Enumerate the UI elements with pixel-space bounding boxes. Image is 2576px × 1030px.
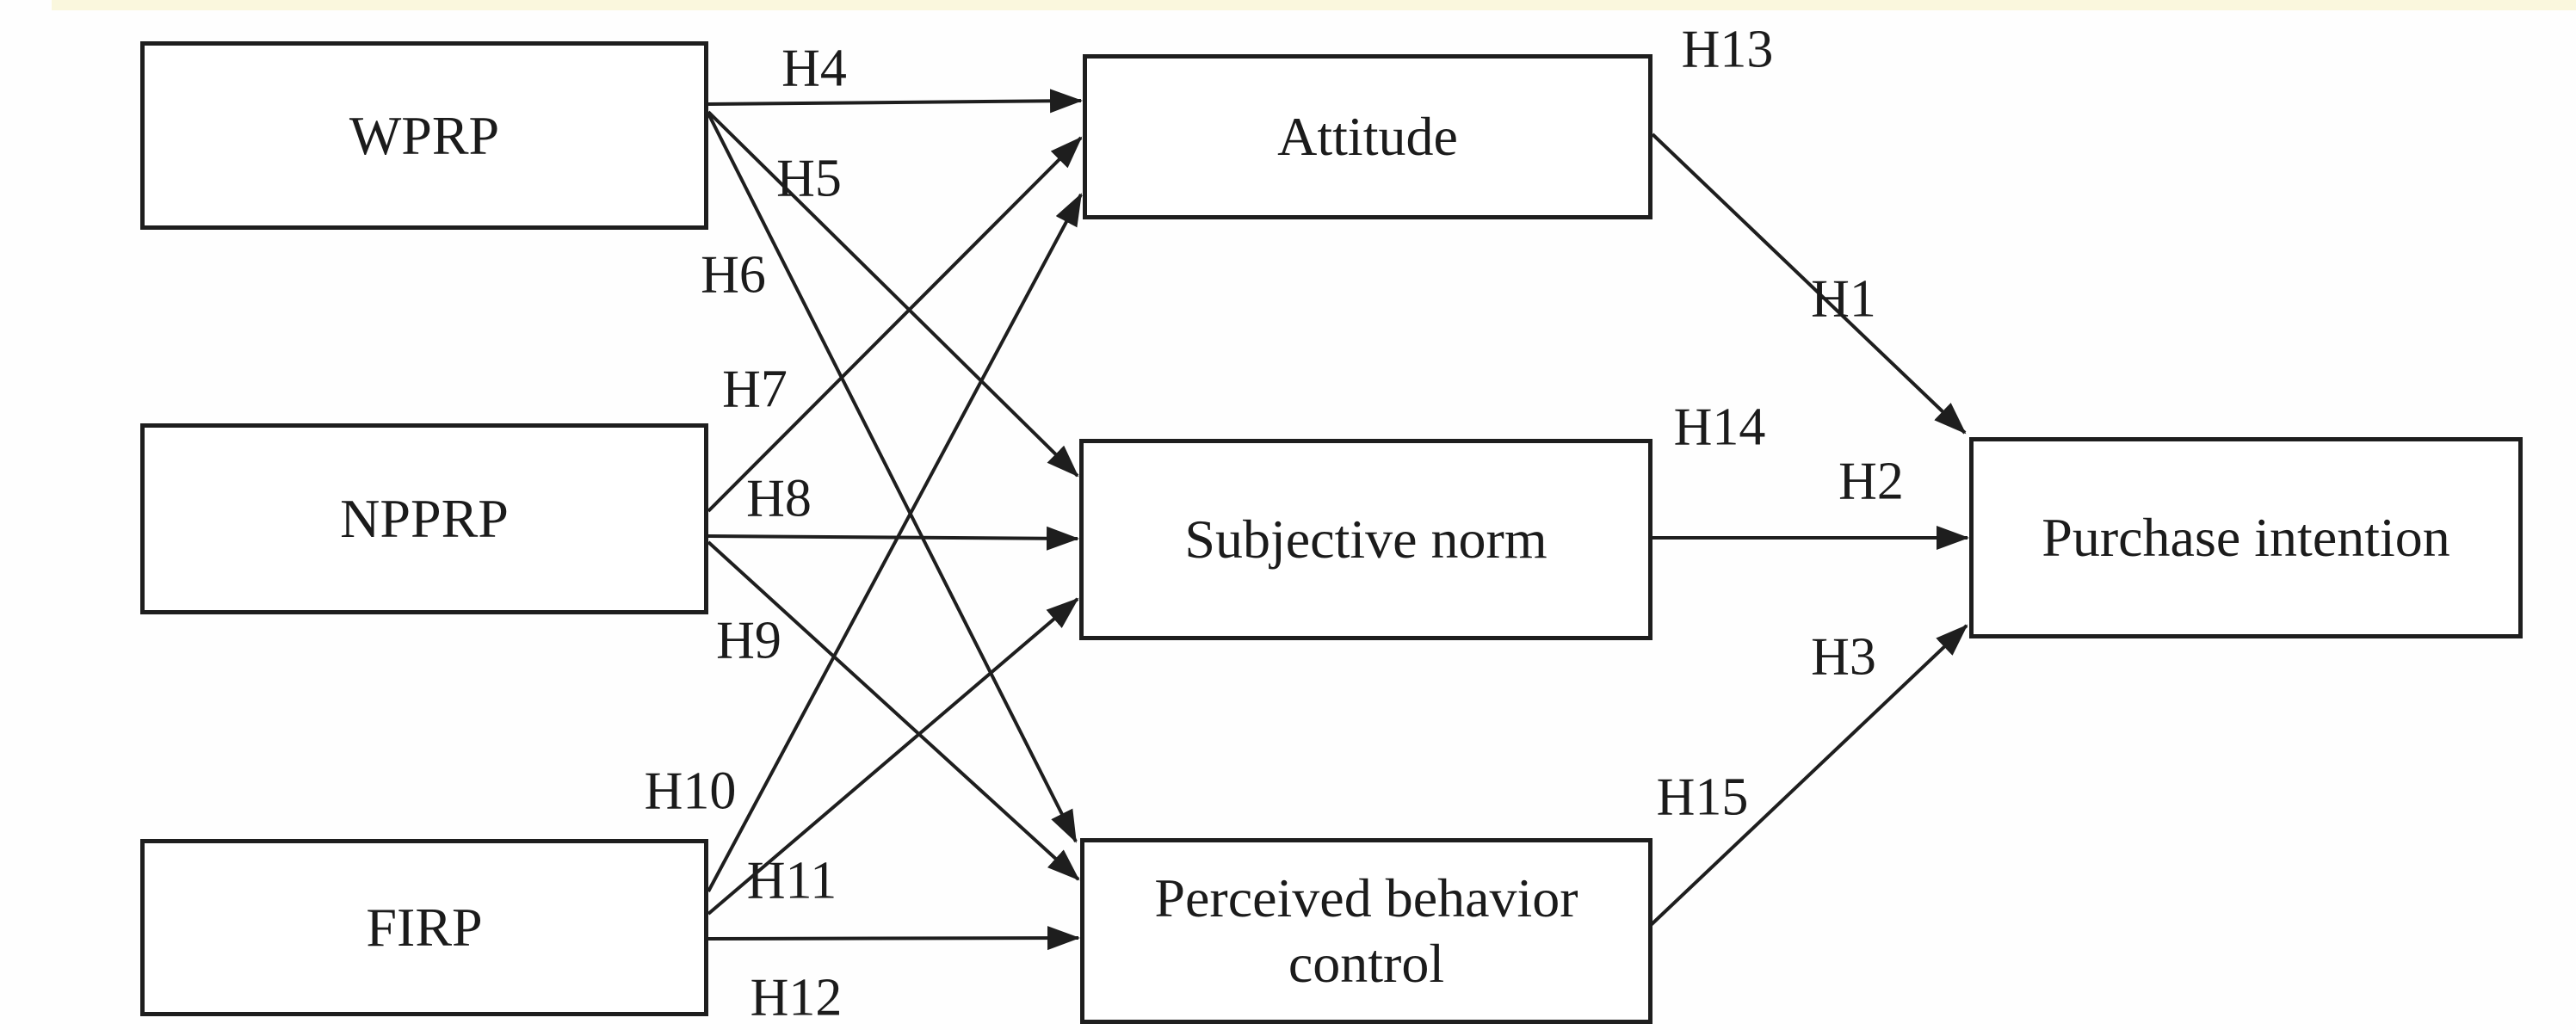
- hypothesis-label-h7: H7: [722, 360, 788, 419]
- hypothesis-label-h6: H6: [701, 245, 766, 305]
- arrow-h6: [707, 113, 1078, 843]
- hypothesis-label-h5: H5: [776, 149, 842, 208]
- arrow-h1: [1651, 133, 1967, 435]
- hypothesis-label-h9: H9: [716, 611, 781, 670]
- hypothesis-label-h15: H15: [1656, 768, 1749, 827]
- node-perceived-behavior-control: Perceived behavior control: [1080, 838, 1652, 1024]
- arrow-h12: [707, 926, 1080, 951]
- hypothesis-label-h2: H2: [1838, 452, 1904, 511]
- hypothesis-label-h12: H12: [750, 968, 843, 1027]
- hypothesis-label-h11: H11: [746, 851, 837, 910]
- arrow-h7: [707, 136, 1083, 513]
- arrow-h10: [707, 193, 1083, 892]
- node-purchase-intention: Purchase intention: [1969, 437, 2523, 638]
- hypothesis-label-h4: H4: [781, 39, 847, 98]
- hypothesis-label-h13: H13: [1681, 20, 1774, 79]
- arrow-h8: [707, 526, 1079, 551]
- node-npprp: NPPRP: [140, 423, 708, 614]
- node-subjective-norm: Subjective norm: [1079, 439, 1652, 640]
- arrow-h3: [1647, 624, 1968, 928]
- arrow-h9: [707, 540, 1080, 881]
- hypothesis-label-h14: H14: [1673, 398, 1766, 457]
- hypothesis-label-h10: H10: [644, 762, 737, 821]
- hypothesis-label-h8: H8: [746, 469, 812, 528]
- hypothesis-label-h1: H1: [1811, 269, 1876, 329]
- node-firp: FIRP: [140, 839, 708, 1016]
- arrow-h4: [707, 89, 1083, 114]
- page-top-band: [52, 0, 2576, 10]
- hypothesis-label-h3: H3: [1811, 627, 1876, 687]
- node-attitude: Attitude: [1083, 54, 1652, 219]
- node-wprp: WPRP: [140, 41, 708, 230]
- arrow-h11: [707, 597, 1079, 916]
- arrow-h5: [707, 110, 1079, 478]
